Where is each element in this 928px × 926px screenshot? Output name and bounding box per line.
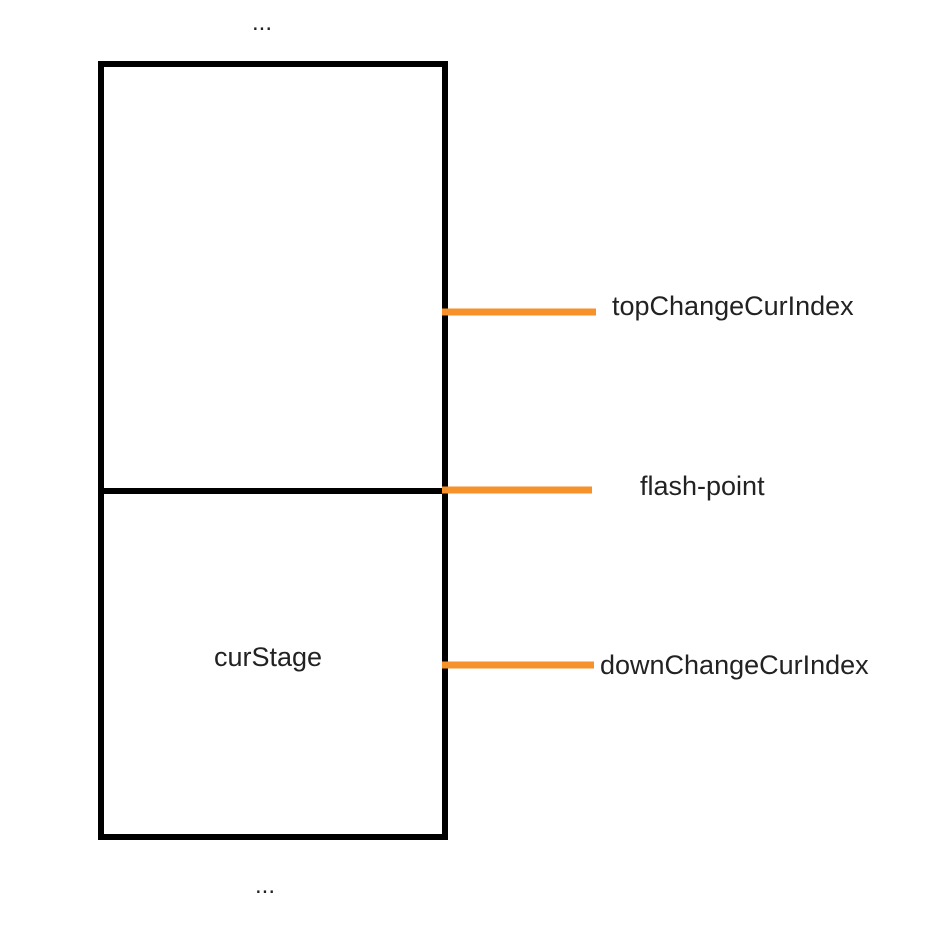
down-change-label: downChangeCurIndex [600,650,869,680]
top-ellipsis: ... [252,9,272,36]
top-change-label: topChangeCurIndex [612,291,854,321]
flash-point-label: flash-point [640,471,765,501]
stage-column-box [98,61,448,840]
cur-stage-label: curStage [214,642,322,672]
bottom-ellipsis: ... [255,872,275,899]
